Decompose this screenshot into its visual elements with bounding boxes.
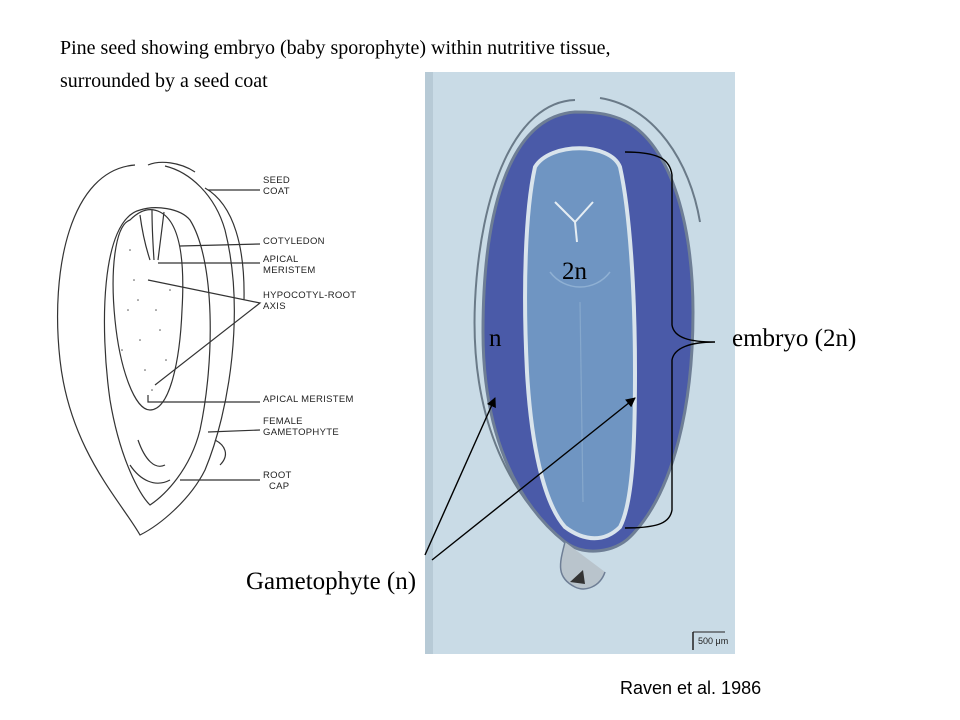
seed-drawing-svg [56, 161, 262, 536]
source-credit: Raven et al. 1986 [620, 678, 762, 698]
scale-bar-label: 500 μm [698, 636, 729, 646]
label-apical-meristem-top-line2: MERISTEM [263, 265, 316, 276]
label-root-cap-line1: ROOT [263, 470, 292, 481]
micrograph-svg [425, 72, 735, 654]
label-n: n [489, 325, 502, 352]
label-seed-coat-line2: COAT [263, 186, 290, 197]
label-apical-meristem-bottom: APICAL MERISTEM [263, 394, 354, 405]
label-female-line2: GAMETOPHYTE [263, 427, 339, 438]
label-hypocotyl-line1: HYPOCOTYL-ROOT [263, 290, 357, 301]
label-root-cap-line2: CAP [269, 481, 290, 492]
label-apical-meristem-top-line1: APICAL [263, 254, 299, 265]
label-root-cap: ROOT CAP [263, 470, 292, 492]
label-gametophyte: Gametophyte (n) [246, 568, 417, 595]
figure-caption: Pine seed showing embryo (baby sporophyt… [60, 32, 840, 98]
label-apical-meristem-top: APICAL MERISTEM [263, 254, 316, 276]
label-hypocotyl-root-axis: HYPOCOTYL-ROOT AXIS [263, 290, 356, 312]
caption-line-1: Pine seed showing embryo (baby sporophyt… [60, 37, 611, 59]
label-cotyledon: COTYLEDON [263, 236, 325, 247]
label-hypocotyl-line2: AXIS [263, 301, 286, 312]
label-female-line1: FEMALE [263, 416, 303, 427]
gametophyte-outline [103, 207, 211, 506]
seed-micrograph [425, 72, 735, 654]
embryo-outline [112, 208, 184, 411]
label-seed-coat-line1: SEED [263, 175, 291, 186]
caption-line-2: surrounded by a seed coat [60, 70, 268, 92]
label-female-gametophyte: FEMALE GAMETOPHYTE [263, 416, 339, 438]
label-2n: 2n [562, 258, 587, 285]
label-seed-coat: SEED COAT [263, 175, 290, 197]
seed-coat-outline [56, 164, 235, 536]
seed-line-drawing: SEED COAT COTYLEDON APICAL MERISTEM HYPO… [30, 110, 430, 550]
label-embryo: embryo (2n) [732, 325, 857, 352]
